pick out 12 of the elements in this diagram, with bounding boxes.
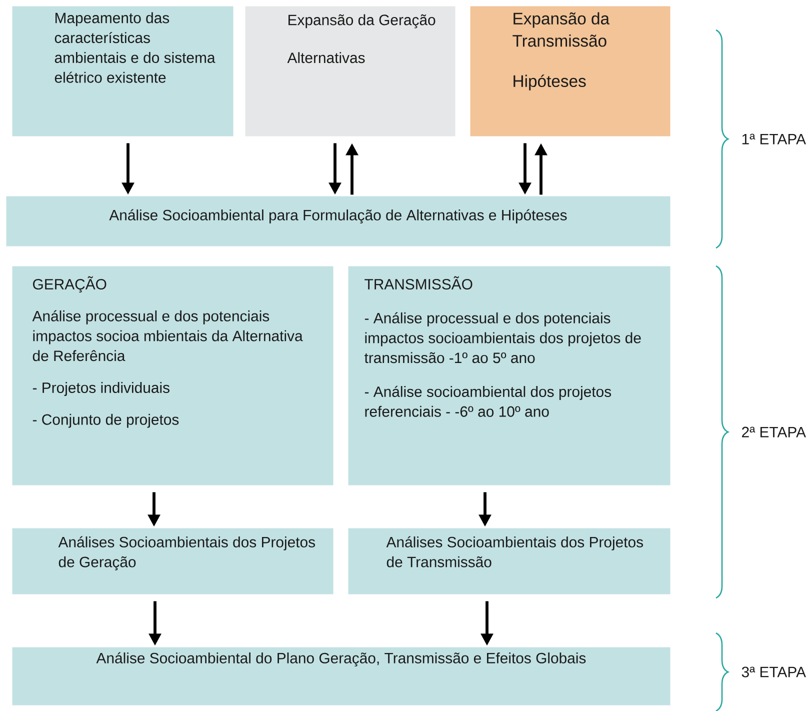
process-box: Análises Socioambientais dos Projetos de Geração	[12, 528, 334, 594]
process-box: Expansão da Transmissão Hipóteses	[470, 6, 670, 136]
process-box: Análise Socioambiental do Plano Geração, Transmissão e Efeitos Globais	[12, 647, 670, 706]
process-box: Análise Socioambiental para Formulação de Alternativas e Hipóteses	[6, 196, 670, 246]
process-box: TRANSMISSÃO - Análise processual e dos potenciais impactos socioambientais dos projetos de transmissão -1º ao 5º ano - Análise socioambiental dos projetos referenciais - -6º ao 10º ano	[348, 266, 670, 486]
process-box: Análises Socioambientais dos Projetos de Transmissão	[348, 528, 670, 594]
stage-label: 2ª ETAPA	[742, 426, 806, 438]
process-box: Mapeamento das características ambientais e do sistema elétrico existente	[12, 6, 234, 136]
stage-label: 1ª ETAPA	[742, 134, 806, 144]
process-box: GERAÇÃO Análise processual e dos potenciais impactos socioa mbientais da Alternativa de Referência - Projetos individuais - Conjunto de projetos	[12, 266, 334, 486]
stage-label: 3ª ETAPA	[742, 666, 806, 678]
process-box: Expansão da Geração Alternativas	[245, 6, 456, 136]
